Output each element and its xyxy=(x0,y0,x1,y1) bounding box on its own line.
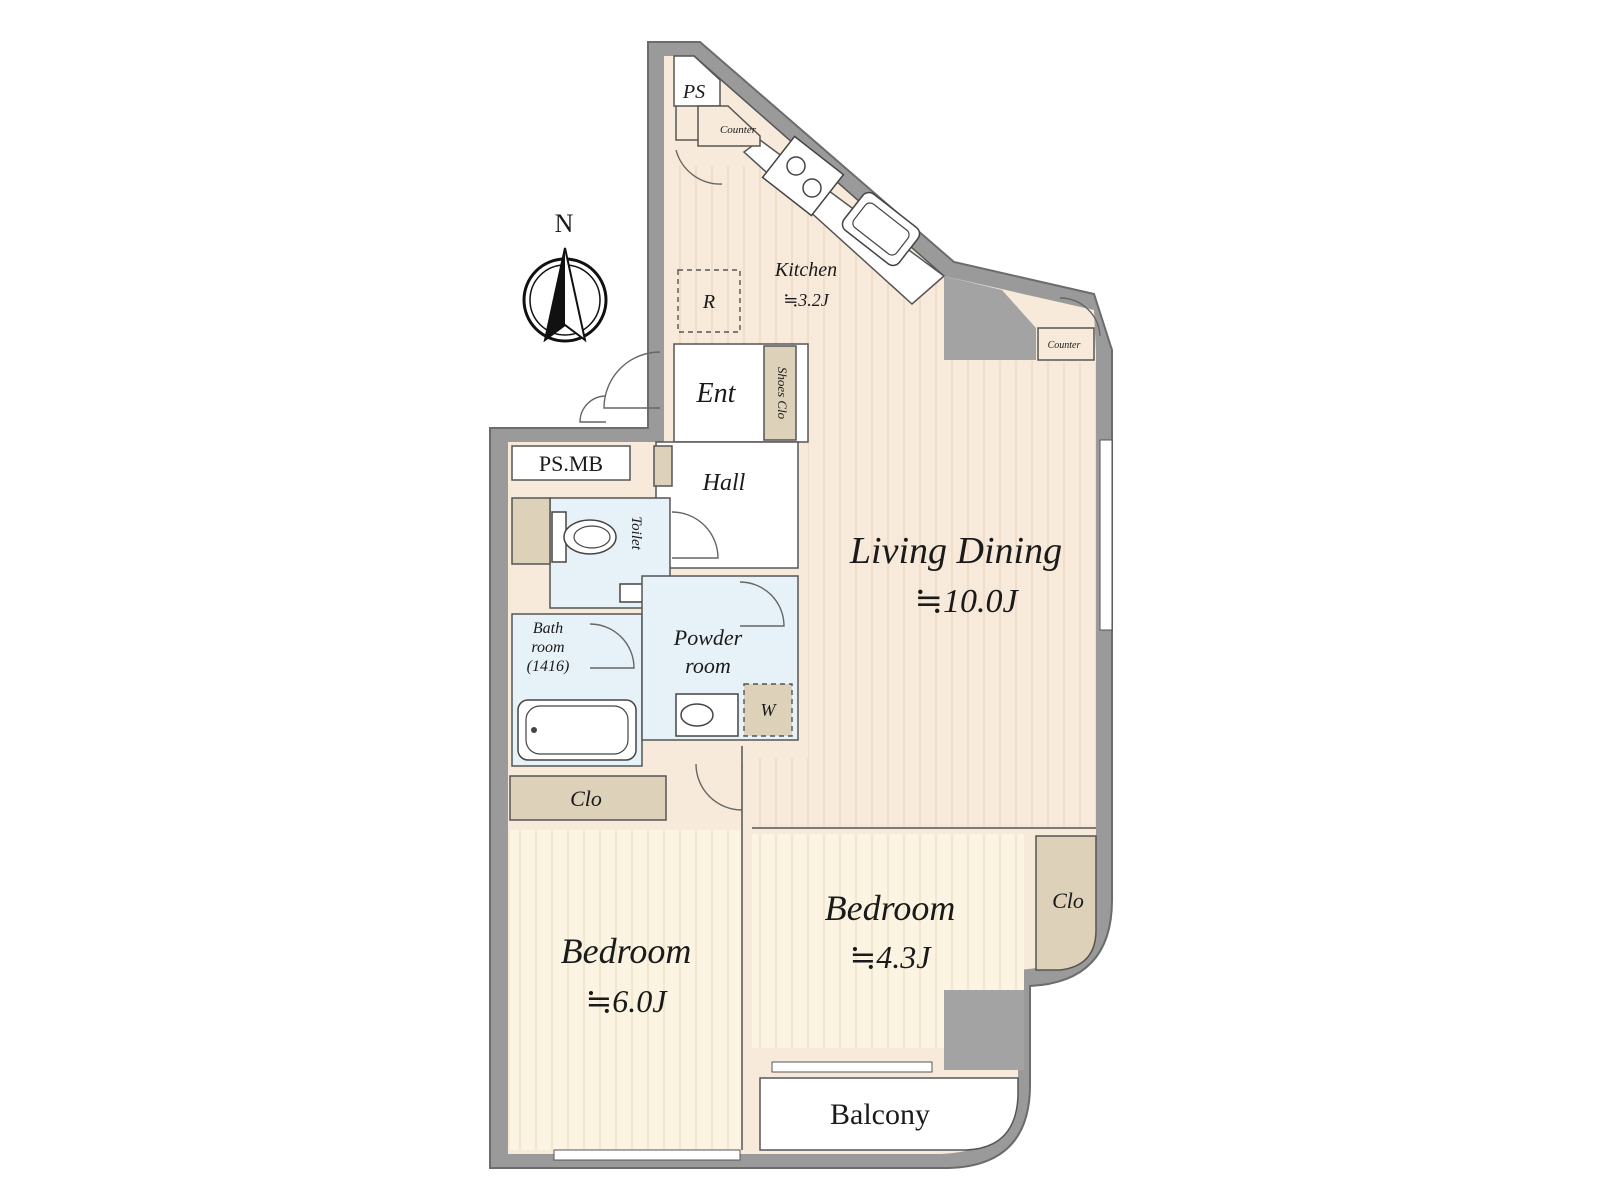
bedroom-left xyxy=(510,830,742,1150)
bedroom-right-pillar xyxy=(944,990,1024,1070)
counter-right-label: Counter xyxy=(1048,340,1081,351)
powder-label-line2: room xyxy=(685,653,731,678)
shoes-closet-label: Shoes Clo xyxy=(775,367,790,420)
bedroom-right-label: Bedroom xyxy=(825,888,956,928)
toilet-label: Toilet xyxy=(628,516,644,550)
north-label: N xyxy=(555,209,574,238)
bedroom-left-door-swing xyxy=(695,763,743,811)
bedroom-left-label: Bedroom xyxy=(561,931,692,971)
bedroom-right-area-label: ≒4.3J xyxy=(849,939,932,975)
ps-door-swing xyxy=(579,395,607,423)
toilet-icon xyxy=(551,511,617,563)
ps-top xyxy=(673,55,721,107)
bath-door-swing xyxy=(589,623,635,669)
sink-icon xyxy=(841,191,921,267)
window-bottom-left xyxy=(553,1149,741,1161)
powder-label-line1: Powder xyxy=(673,625,743,650)
balcony-label: Balcony xyxy=(830,1098,930,1131)
closet-right xyxy=(1035,835,1097,971)
kitchen-area-label: ≒3.2J xyxy=(783,290,830,310)
counter-right xyxy=(1037,327,1095,361)
bath-label-line2: room xyxy=(531,639,564,656)
bathtub-icon xyxy=(517,699,637,761)
washbasin-icon xyxy=(675,693,739,737)
shoes-closet xyxy=(763,345,797,441)
closet-right-label: Clo xyxy=(1052,888,1084,913)
closet-left xyxy=(509,775,667,821)
stove-icon xyxy=(761,135,845,217)
kitchen-floor xyxy=(676,166,1096,828)
pillar xyxy=(944,276,1036,360)
entrance-label: Ent xyxy=(696,378,737,409)
hall-storage xyxy=(653,445,673,487)
window-right xyxy=(1099,439,1113,631)
entry-door-swing xyxy=(603,351,661,409)
ps-mb-label: PS.MB xyxy=(539,451,603,476)
hall-label: Hall xyxy=(702,470,746,496)
ps-top-label: PS xyxy=(682,81,705,103)
washer-label: W xyxy=(761,700,778,720)
counter-top xyxy=(697,105,761,147)
washer-space xyxy=(743,683,793,737)
ps-mb xyxy=(511,445,631,481)
hall-area xyxy=(655,441,799,569)
compass: N xyxy=(522,209,608,343)
kitchen-label: Kitchen xyxy=(774,259,837,281)
refrigerator-space xyxy=(677,269,741,333)
powder-door-swing xyxy=(739,581,785,627)
counter-top-label: Counter xyxy=(720,124,757,136)
bath-label-line3: (1416) xyxy=(527,658,570,675)
toilet-storage xyxy=(511,497,551,565)
balcony xyxy=(759,1077,1019,1151)
bedroom-left-area-label: ≒6.0J xyxy=(585,983,668,1019)
living-dining-area-label: ≒10.0J xyxy=(914,583,1019,620)
closet-left-label: Clo xyxy=(570,786,602,811)
living-dining-label: Living Dining xyxy=(849,530,1062,572)
window-bedroom-right xyxy=(771,1061,933,1073)
refrigerator-label: R xyxy=(702,291,715,313)
kitchen-door-swing xyxy=(675,149,723,185)
hall-door-swing xyxy=(671,511,719,559)
bath-label-line1: Bath xyxy=(533,620,563,637)
right-door-swing xyxy=(1059,297,1101,337)
